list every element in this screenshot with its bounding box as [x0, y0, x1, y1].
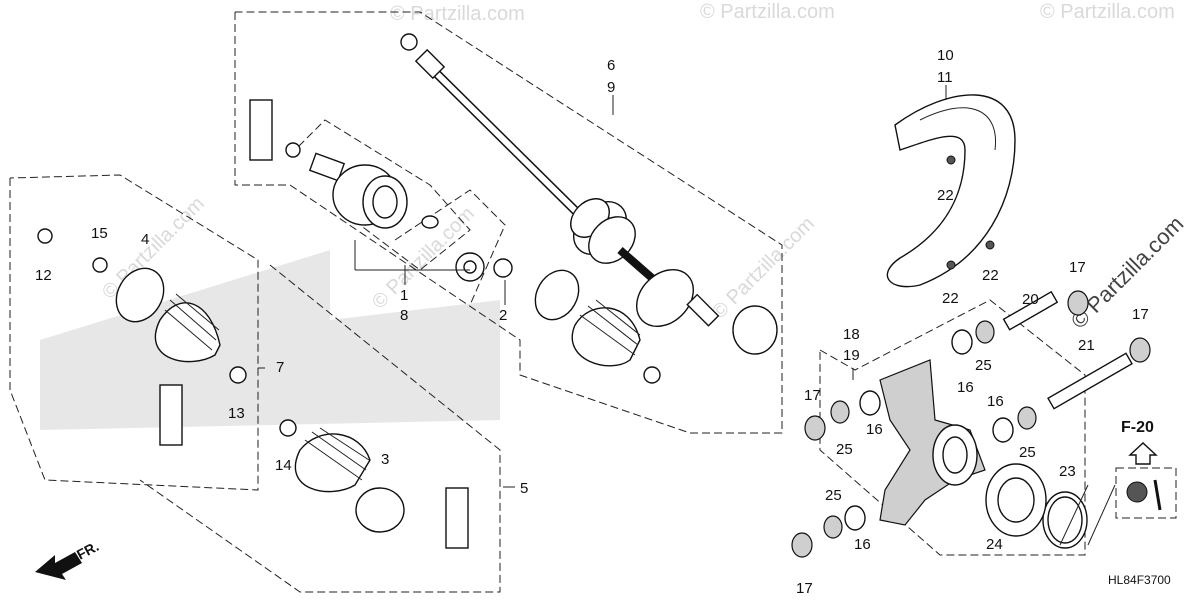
watermark: © Partzilla.com: [1040, 1, 1175, 23]
callout-25: 25: [1019, 444, 1036, 461]
callout-16: 16: [854, 536, 871, 553]
callout-20: 20: [1022, 291, 1039, 308]
callout-1: 1: [400, 287, 408, 304]
callout-25: 25: [825, 487, 842, 504]
clamp-bands: [115, 267, 1088, 549]
callout-23: 23: [1059, 463, 1076, 480]
watermark: © Partzilla.com: [390, 3, 525, 25]
callout-17: 17: [1069, 259, 1086, 276]
callout-16: 16: [987, 393, 1004, 410]
diagram-reference-code: HL84F3700: [1108, 573, 1171, 587]
callout-24: 24: [986, 536, 1003, 553]
callout-7: 7: [276, 359, 284, 376]
callout-19: 19: [843, 347, 860, 364]
callout-13: 13: [228, 405, 245, 422]
callout-17: 17: [1132, 306, 1149, 323]
callout-25: 25: [836, 441, 853, 458]
clips: [37, 33, 661, 437]
leader-lines: [258, 85, 1116, 546]
callout-22: 22: [942, 290, 959, 307]
callout-6: 6: [607, 57, 615, 74]
callout-10: 10: [937, 47, 954, 64]
drive-shaft: [414, 48, 720, 327]
boots: [154, 293, 641, 493]
front-arrow: FR.: [35, 538, 101, 580]
knuckle: [879, 359, 986, 526]
callout-22: 22: [982, 267, 999, 284]
callout-22: 22: [937, 187, 954, 204]
callout-14: 14: [275, 457, 292, 474]
callout-4: 4: [141, 231, 149, 248]
callout-17: 17: [804, 387, 821, 404]
watermark: © Partzilla.com: [708, 213, 819, 324]
callout-16: 16: [957, 379, 974, 396]
callout-11: 11: [937, 69, 953, 86]
callout-9: 9: [607, 79, 615, 96]
callout-25: 25: [975, 357, 992, 374]
callout-3: 3: [381, 451, 389, 468]
callout-15: 15: [91, 225, 108, 242]
callout-21: 21: [1078, 337, 1095, 354]
callouts: 1 8 2 3 4 5 6 9 7 10 11 12 13 14 15 16 1…: [35, 47, 1149, 597]
callout-12: 12: [35, 267, 52, 284]
watermark: © Partzilla.com: [700, 1, 835, 23]
background-shading: [40, 250, 500, 430]
callout-16: 16: [866, 421, 883, 438]
guard: [886, 94, 1016, 288]
callout-8: 8: [400, 307, 408, 324]
inner-joint: [308, 152, 485, 282]
callout-18: 18: [843, 326, 860, 343]
section-reference: F-20: [1121, 419, 1158, 465]
callout-5: 5: [520, 480, 528, 497]
grease-packets: [159, 99, 469, 549]
callout-17: 17: [796, 580, 813, 597]
group-outlines: [9, 11, 1177, 593]
section-ref-label: F-20: [1121, 419, 1154, 436]
hardware: [791, 290, 1162, 558]
callout-2: 2: [499, 307, 507, 324]
